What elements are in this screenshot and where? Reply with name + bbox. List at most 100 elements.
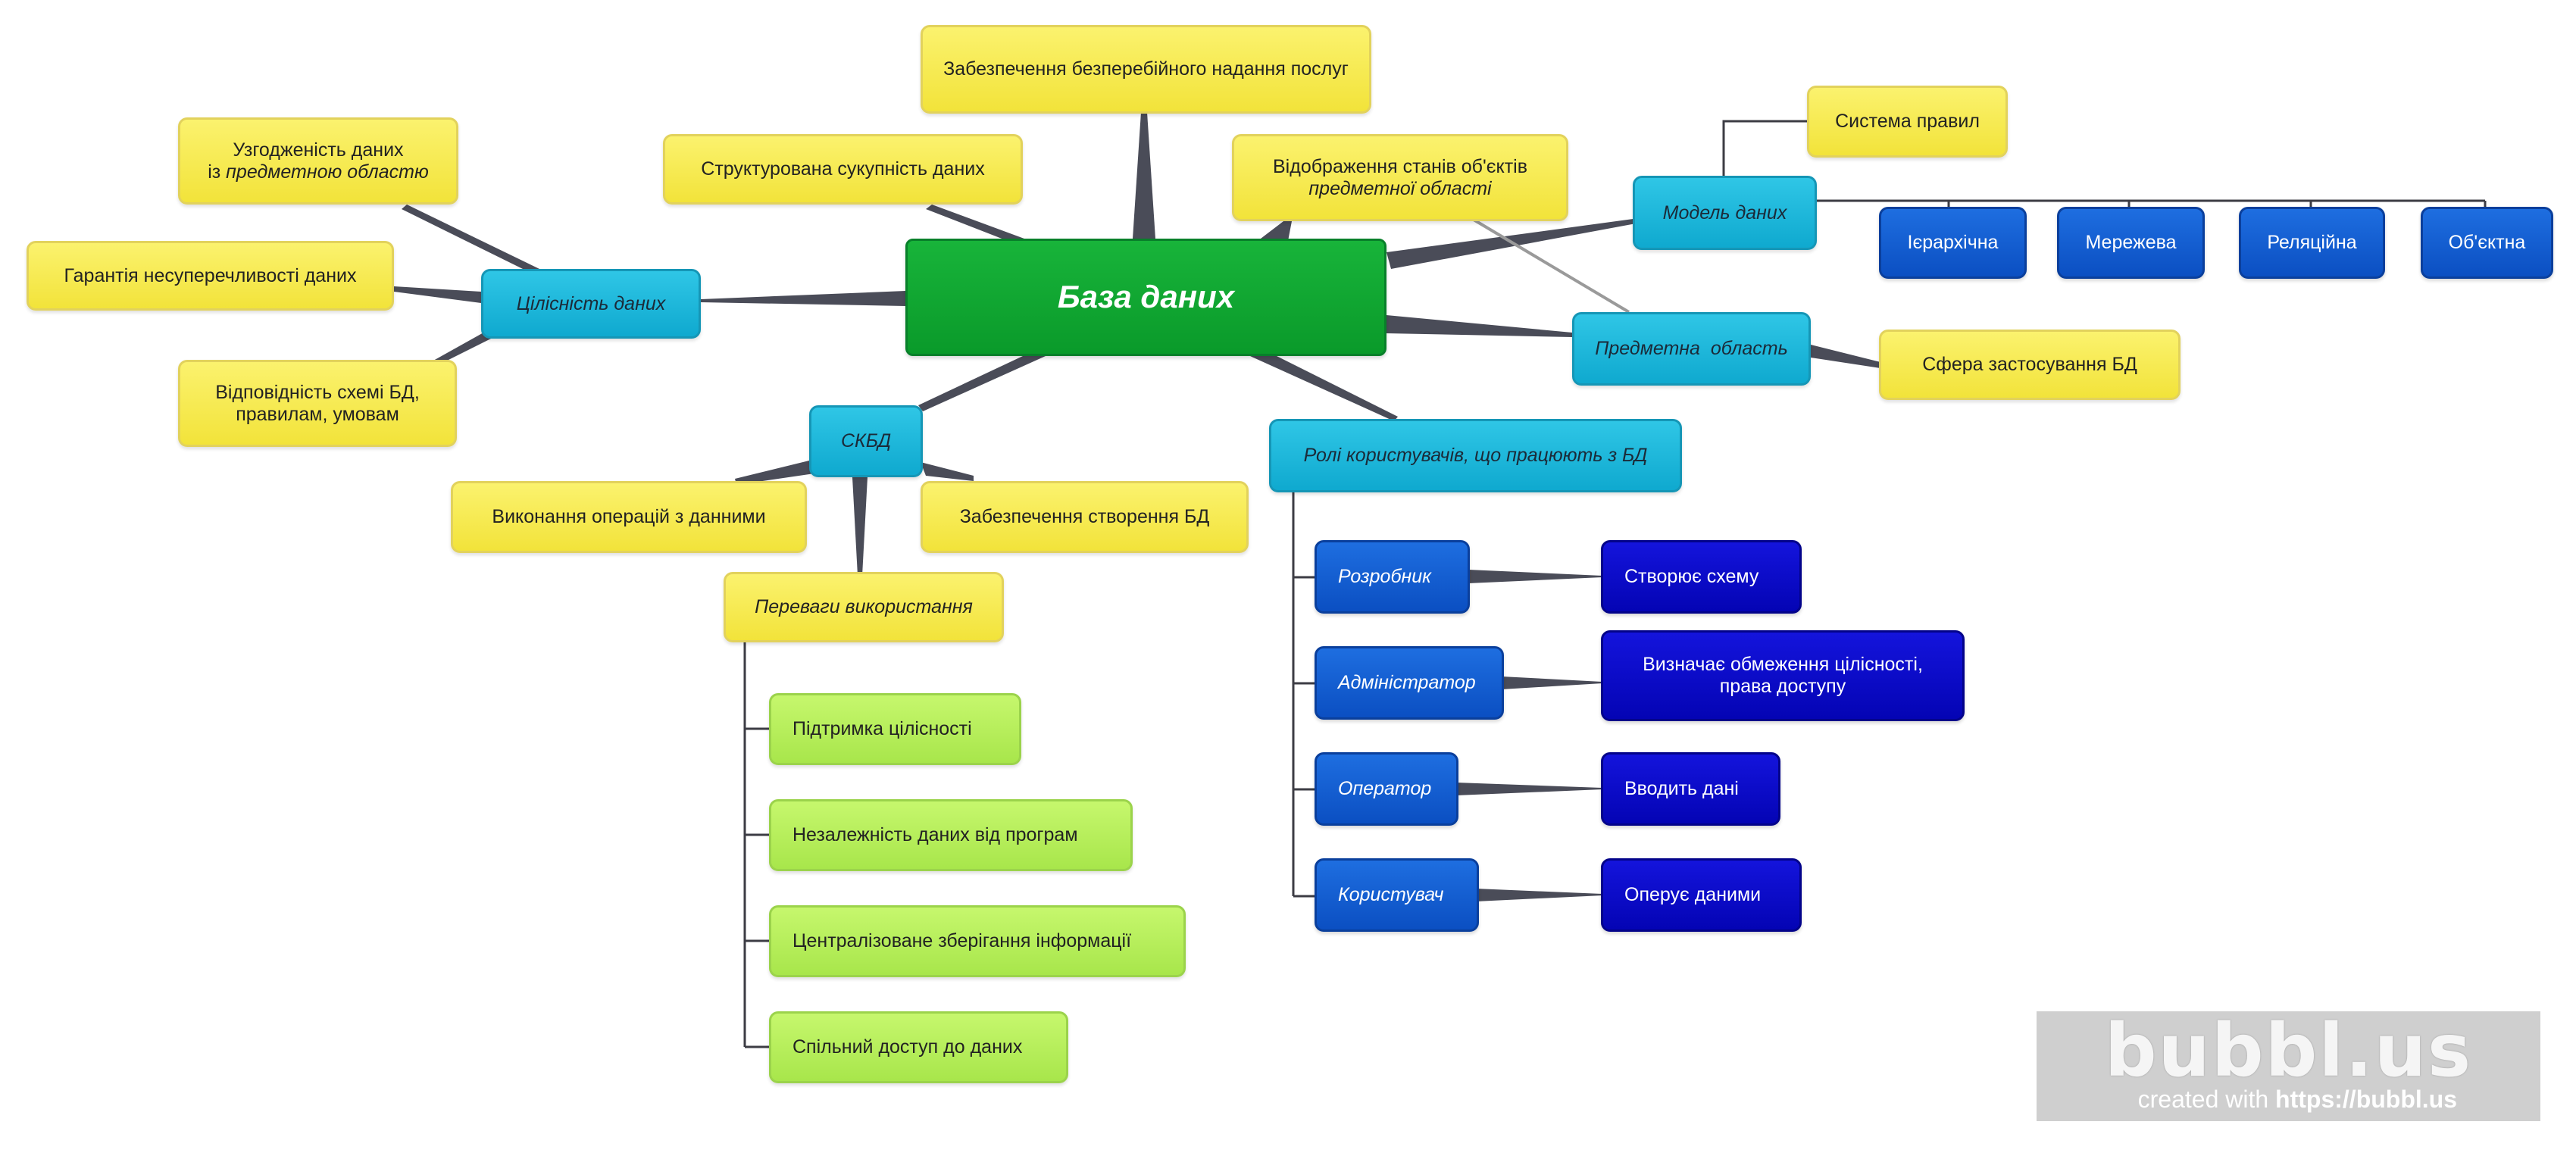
dbms-node[interactable]: СКБД (809, 405, 923, 477)
role-node-user[interactable]: Користувач (1315, 858, 1479, 932)
link-root-integrity (701, 291, 905, 306)
states-label: Відображення станів об'єктів предметної … (1273, 156, 1527, 200)
link-dbms-operations (735, 461, 814, 485)
link-root-dbms (918, 356, 1046, 411)
link-roles-tree (1292, 490, 1315, 898)
action-label: Вводить дані (1624, 778, 1739, 800)
advantage-item[interactable]: Спільний доступ до даних (769, 1011, 1068, 1083)
states-node[interactable]: Відображення станів об'єктів предметної … (1232, 134, 1568, 221)
bubbl-watermark[interactable]: bubbl.us created with https://bubbl.us (2037, 1011, 2540, 1121)
root-node[interactable]: База даних (905, 239, 1386, 356)
advantages-node[interactable]: Переваги використання (724, 572, 1004, 642)
created-with-text: created with https://bubbl.us (2138, 1086, 2457, 1114)
link-role-action-2 (1502, 676, 1602, 689)
model-type-node[interactable]: Об'єктна (2421, 207, 2553, 279)
role-node-operator[interactable]: Оператор (1315, 752, 1458, 826)
link-states-domain (1472, 218, 1630, 314)
uninterrupted-label: Забезпечення безперебійного надання посл… (943, 58, 1349, 80)
model-type-node[interactable]: Ієрархічна (1879, 207, 2027, 279)
advantages-label: Переваги використання (755, 596, 973, 618)
consistency-line1: Узгодженість даних (233, 139, 404, 161)
bubbl-url: https://bubbl.us (2275, 1086, 2457, 1113)
uninterrupted-node[interactable]: Забезпечення безперебійного надання посл… (921, 25, 1371, 114)
link-root-states (1258, 219, 1292, 241)
model-type-node[interactable]: Мережева (2057, 207, 2205, 279)
advantage-item[interactable]: Незалежність даних від програм (769, 799, 1133, 871)
states-line2: предметної області (1308, 177, 1492, 199)
link-role-action-4 (1476, 889, 1602, 901)
root-label: База даних (1057, 279, 1235, 315)
guarantee-node[interactable]: Гарантія несуперечливості даних (27, 241, 394, 311)
action-label: Визначає обмеження цілісності, права дос… (1643, 654, 1923, 697)
scope-node[interactable]: Сфера застосування БД (1879, 330, 2181, 400)
link-root-structured (926, 205, 1030, 241)
structured-node[interactable]: Структурована сукупність даних (663, 134, 1023, 205)
link-model-types (1815, 199, 2487, 210)
action-node[interactable]: Оперує даними (1601, 858, 1802, 932)
link-role-action-3 (1456, 783, 1602, 795)
consistency-line2-italic: предметною областю (226, 161, 429, 183)
advantage-item-label: Спільний доступ до даних (792, 1036, 1023, 1058)
link-integrity-consistency (402, 205, 539, 269)
action-node[interactable]: Створює схему (1601, 540, 1802, 614)
model-type-label: Ієрархічна (1907, 232, 1999, 254)
action-label: Оперує даними (1624, 884, 1762, 906)
link-domain-scope (1811, 345, 1880, 368)
link-integrity-guarantee (394, 286, 481, 303)
link-model-rules (1722, 120, 1807, 176)
role-label: Оператор (1338, 778, 1432, 800)
rules-label: Система правил (1835, 111, 1980, 133)
created-prefix: created with (2137, 1086, 2276, 1113)
consistency-node[interactable]: Узгодженість даних із предметною областю (178, 117, 458, 205)
link-dbms-creation (921, 462, 974, 481)
domain-label: Предметна область (1595, 338, 1788, 360)
model-type-node[interactable]: Реляційна (2239, 207, 2385, 279)
advantage-item[interactable]: Підтримка цілісності (769, 693, 1021, 765)
integrity-label: Цілісність даних (516, 292, 666, 314)
bubbl-logo: bubbl.us (2104, 1008, 2473, 1093)
model-type-label: Об'єктна (2448, 232, 2526, 254)
action-node[interactable]: Визначає обмеження цілісності, права дос… (1601, 630, 1965, 721)
action-node[interactable]: Вводить дані (1601, 752, 1780, 826)
consistency-label: Узгодженість даних із предметною областю (208, 139, 429, 183)
model-type-label: Реляційна (2267, 232, 2357, 254)
scope-label: Сфера застосування БД (1922, 354, 2137, 376)
model-type-label: Мережева (2085, 232, 2177, 254)
creation-node[interactable]: Забезпечення створення БД (921, 481, 1249, 553)
roles-label: Ролі користувачів, що працюють з БД (1303, 445, 1648, 467)
advantage-item-label: Підтримка цілісності (792, 718, 972, 740)
role-label: Розробник (1338, 566, 1431, 588)
guarantee-label: Гарантія несуперечливості даних (64, 264, 357, 286)
advantage-item-label: Централізоване зберігання інформації (792, 930, 1132, 952)
creation-label: Забезпечення створення БД (959, 506, 1210, 528)
compliance-label: Відповідність схемі БД, правилам, умовам (215, 381, 420, 425)
rules-node[interactable]: Система правил (1807, 86, 2008, 158)
role-label: Користувач (1338, 884, 1444, 906)
dbms-label: СКБД (840, 430, 892, 452)
domain-node[interactable]: Предметна область (1572, 312, 1811, 386)
integrity-node[interactable]: Цілісність даних (481, 269, 701, 339)
advantage-item[interactable]: Централізоване зберігання інформації (769, 905, 1186, 977)
compliance-node[interactable]: Відповідність схемі БД, правилам, умовам (178, 360, 457, 447)
consistency-line2-prefix: із (208, 161, 227, 183)
structured-label: Структурована сукупність даних (701, 158, 985, 180)
link-dbms-advantages (852, 477, 868, 576)
link-root-domain (1386, 315, 1572, 337)
model-label: Модель даних (1662, 202, 1787, 223)
link-root-roles (1250, 356, 1398, 421)
roles-node[interactable]: Ролі користувачів, що працюють з БД (1269, 419, 1682, 492)
operations-label: Виконання операцій з данними (492, 506, 766, 528)
link-advantages-tree (743, 642, 769, 1048)
role-node-administrator[interactable]: Адміністратор (1315, 646, 1504, 720)
link-role-action-1 (1468, 570, 1602, 583)
link-root-uninterrupted (1133, 112, 1155, 239)
action-label: Створює схему (1624, 566, 1759, 588)
model-node[interactable]: Модель даних (1633, 176, 1817, 250)
advantage-item-label: Незалежність даних від програм (792, 824, 1078, 846)
operations-node[interactable]: Виконання операцій з данними (451, 481, 807, 553)
states-line1: Відображення станів об'єктів (1273, 155, 1527, 177)
link-integrity-compliance (433, 332, 502, 365)
role-node-developer[interactable]: Розробник (1315, 540, 1470, 614)
